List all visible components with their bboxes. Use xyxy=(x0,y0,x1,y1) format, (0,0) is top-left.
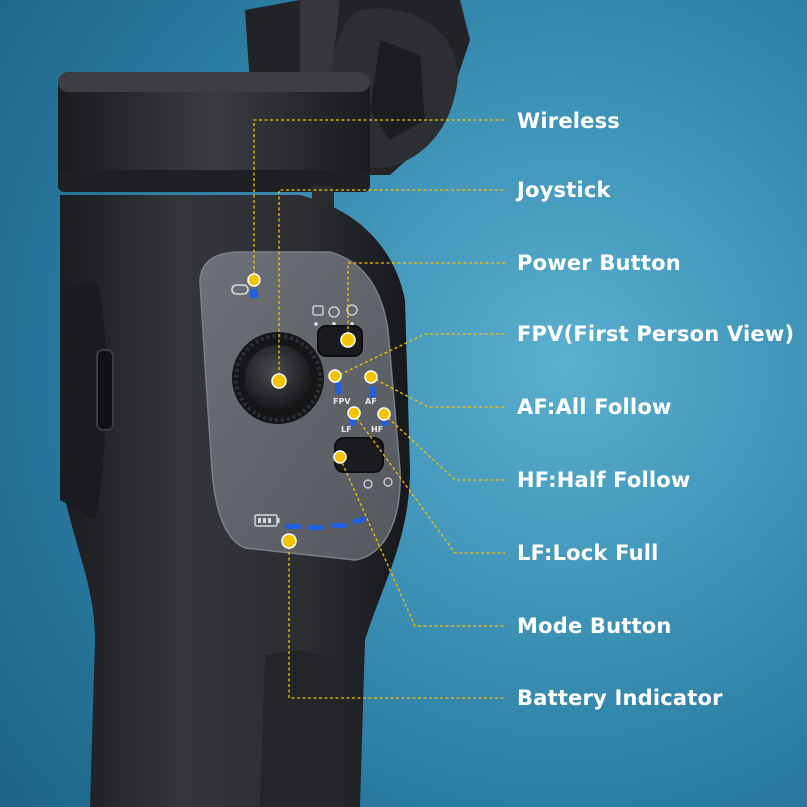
battery-level-leds xyxy=(285,516,367,530)
label-joystick: Joystick xyxy=(517,178,611,202)
af-callout-dot xyxy=(364,370,378,384)
mode-callout-dot xyxy=(333,450,347,464)
label-lf: LF:Lock Full xyxy=(517,541,659,565)
leader-lines xyxy=(253,119,505,699)
label-power-button: Power Button xyxy=(517,251,681,275)
settings-icon xyxy=(346,304,358,316)
battery-callout-dot xyxy=(281,533,297,549)
joystick-callout-dot xyxy=(271,373,287,389)
label-wireless: Wireless xyxy=(517,109,621,133)
label-hf: HF:Half Follow xyxy=(517,468,691,492)
label-af: AF:All Follow xyxy=(517,395,672,419)
mode-icons xyxy=(312,304,358,326)
label-fpv: FPV(First Person View) xyxy=(517,322,795,346)
wireless-callout-dot xyxy=(247,273,261,287)
lf-callout-dot xyxy=(347,406,361,420)
mode-button-icons xyxy=(363,477,393,489)
label-mode-button: Mode Button xyxy=(517,614,672,638)
fpv-mark: FPV xyxy=(333,397,351,406)
gimbal-head xyxy=(58,72,370,210)
hf-mark: HF xyxy=(371,425,383,434)
fpv-callout-dot xyxy=(328,369,342,383)
callout-dots xyxy=(247,273,391,549)
power-callout-dot xyxy=(340,332,356,348)
lf-mark: LF xyxy=(341,425,352,434)
battery-icon xyxy=(254,514,280,527)
hf-callout-dot xyxy=(377,407,391,421)
label-battery-indicator: Battery Indicator xyxy=(517,686,723,710)
af-mark: AF xyxy=(365,397,377,406)
photo-icon xyxy=(328,306,340,318)
wireless-icon xyxy=(231,284,258,298)
camera-mode-icon xyxy=(312,305,324,316)
